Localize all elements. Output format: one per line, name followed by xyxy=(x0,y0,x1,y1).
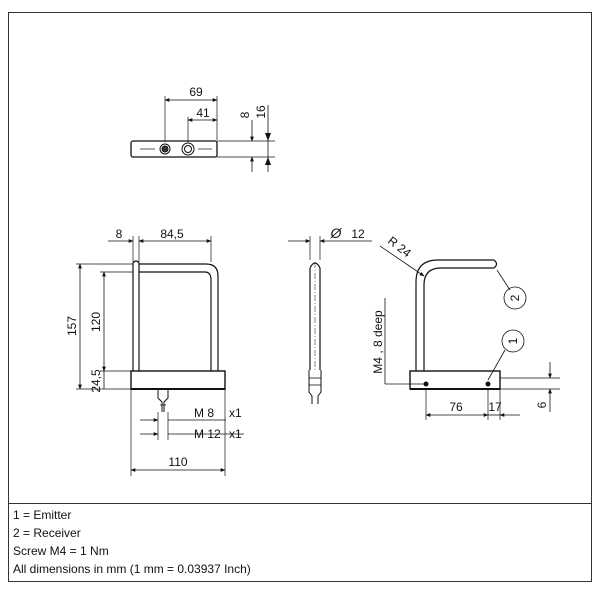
rear-view-base xyxy=(409,370,501,390)
front-view xyxy=(76,236,244,476)
callout-emitter-circle xyxy=(501,329,525,353)
dim-top-slot: 8 xyxy=(238,111,252,118)
legend-screw-torque: Screw M4 = 1 Nm xyxy=(13,544,109,558)
drawing-frame xyxy=(8,12,592,582)
dim-front-base: 24,5 xyxy=(89,369,103,393)
top-view-hole xyxy=(159,143,171,155)
top-view-hole-inner xyxy=(161,145,169,153)
dim-top-height: 16 xyxy=(254,105,268,119)
dim-side-diameter-symbol: Ø xyxy=(330,225,343,241)
dim-connector-m12-qty: x1 xyxy=(229,427,242,441)
legend-emitter: 1 = Emitter xyxy=(13,508,72,522)
dim-side-diameter: 12 xyxy=(351,227,365,241)
technical-drawing: 69 41 8 16 xyxy=(65,85,560,476)
top-view-port xyxy=(181,142,195,156)
legend-divider xyxy=(8,503,592,504)
dim-front-height-inner: 120 xyxy=(89,312,103,332)
dim-front-total-width: 110 xyxy=(168,455,187,469)
dim-connector-m8: M 8 xyxy=(194,406,214,420)
front-view-base xyxy=(130,370,226,390)
legend-units: All dimensions in mm (1 mm = 0.03937 Inc… xyxy=(13,562,251,576)
dim-thread: M4 , 8 deep xyxy=(371,310,385,374)
dim-hole-edge: 17 xyxy=(488,400,502,414)
dim-connector-m8-qty: x1 xyxy=(229,406,242,420)
dim-radius: R 24 xyxy=(385,234,414,261)
top-view-port-inner xyxy=(184,145,192,153)
dim-front-gap: 8 xyxy=(116,227,123,241)
legend-receiver: 2 = Receiver xyxy=(13,526,81,540)
top-view xyxy=(130,96,275,172)
dim-front-height-total: 157 xyxy=(65,316,79,336)
side-view xyxy=(288,236,372,404)
rear-view xyxy=(379,245,560,420)
dim-top-width: 69 xyxy=(189,85,203,99)
top-view-body xyxy=(130,140,218,158)
callout-receiver-circle xyxy=(503,286,527,310)
dim-base-height: 6 xyxy=(535,401,549,408)
callout-receiver-label: 2 xyxy=(508,294,522,301)
dim-front-width: 84,5 xyxy=(160,227,184,241)
callout-emitter-label: 1 xyxy=(506,337,520,344)
dim-top-hole-offset: 41 xyxy=(196,106,210,120)
dim-hole-spacing: 76 xyxy=(449,400,463,414)
dim-connector-m12: M 12 xyxy=(194,427,221,441)
